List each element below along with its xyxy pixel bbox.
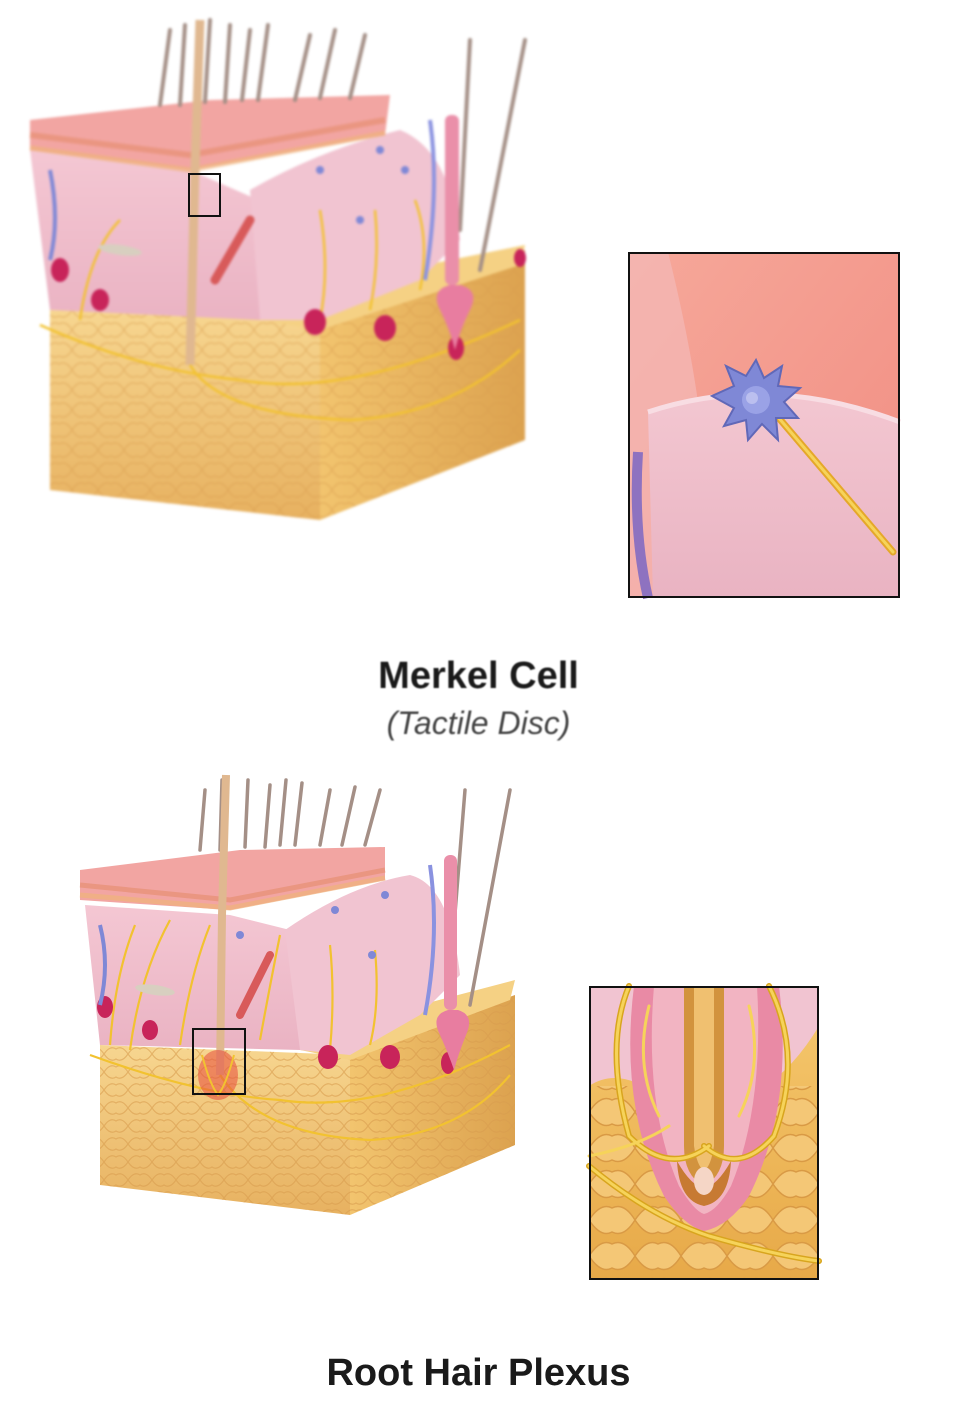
root-hair-plexus-figure: Root Hair Plexus	[0, 760, 957, 1416]
merkel-cell-inset	[628, 252, 901, 600]
merkel-cell-icon	[709, 357, 803, 443]
merkel-cell-figure: Merkel Cell (Tactile Disc)	[29, 18, 901, 741]
root-hair-plexus-title: Root Hair Plexus	[326, 1352, 631, 1394]
merkel-highlight-box	[188, 173, 221, 217]
root-hair-plexus-inset	[586, 983, 822, 1280]
skin-block-illustration-bottom	[79, 774, 515, 1215]
skin-block-illustration-top	[29, 18, 527, 520]
root-hair-highlight-box	[192, 1028, 246, 1095]
merkel-cell-title: Merkel Cell	[378, 655, 579, 697]
merkel-cell-subtitle: (Tactile Disc)	[386, 705, 571, 741]
